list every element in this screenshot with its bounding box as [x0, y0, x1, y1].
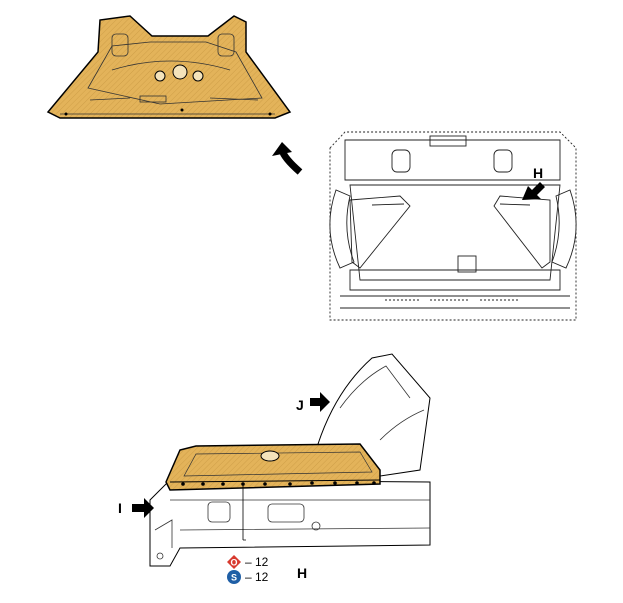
callout-j: J	[296, 397, 304, 413]
callout-i: I	[118, 500, 122, 516]
floor-panel-part	[46, 15, 292, 119]
arrow-i-icon	[132, 498, 154, 518]
legend-item-o: O – 12	[227, 555, 269, 569]
fastener-legend: O – 12 S – 12	[227, 555, 269, 584]
circle-badge-icon	[227, 570, 241, 584]
diamond-badge-icon	[227, 555, 241, 569]
svg-text:S: S	[231, 573, 237, 583]
svg-text:– 12: – 12	[245, 570, 269, 584]
legend-item-s: S – 12	[227, 570, 269, 584]
arrow-h-icon	[522, 182, 545, 200]
svg-text:O: O	[230, 558, 237, 568]
arrow-j-icon	[310, 392, 330, 412]
view-label-h: H	[297, 565, 307, 581]
callout-h-top: H	[533, 165, 543, 181]
svg-text:– 12: – 12	[245, 555, 269, 569]
installed-side-view	[149, 353, 431, 567]
curved-arrow-icon	[272, 142, 303, 175]
vehicle-body-view	[329, 131, 577, 321]
